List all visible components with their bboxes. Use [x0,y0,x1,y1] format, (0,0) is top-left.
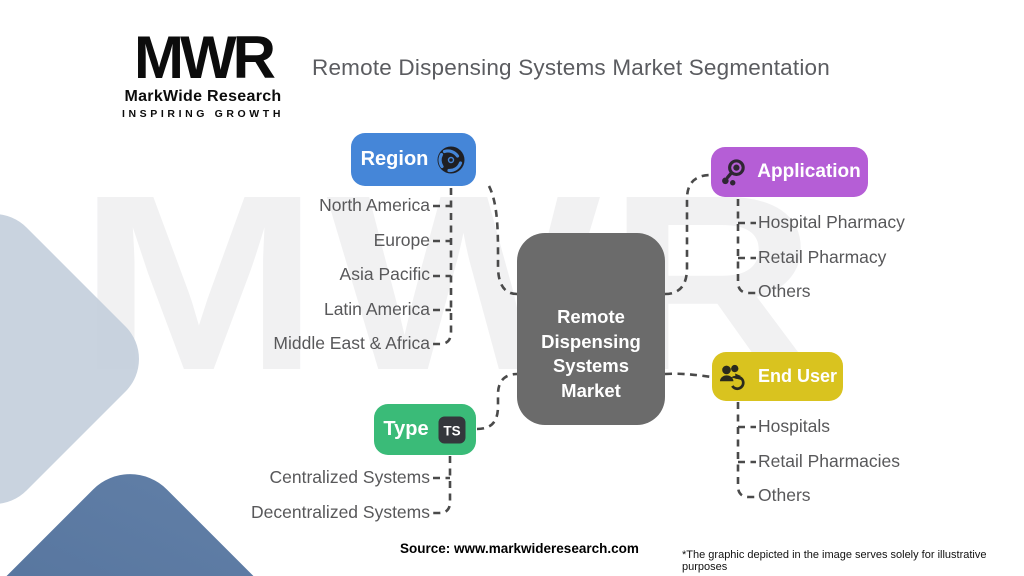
end-user-item: Others [758,485,811,505]
search-user-icon [718,157,749,188]
ts-badge-icon: TS [437,415,467,445]
type-items: Centralized Systems Decentralized System… [251,465,430,524]
type-item: Centralized Systems [269,467,430,487]
node-application: Application [711,147,868,197]
end-user-item: Hospitals [758,416,830,436]
ts-badge-text: TS [443,423,460,438]
region-item: Europe [373,229,430,250]
node-end-user: End User [712,352,843,401]
region-items: North America Europe Asia Pacific Latin … [273,193,430,355]
type-item: Decentralized Systems [251,501,430,522]
disclaimer-text: *The graphic depicted in the image serve… [682,549,987,573]
logo-tagline: INSPIRING GROWTH [121,108,284,120]
region-item: Asia Pacific [339,264,430,284]
logo-mark: MWR [134,24,276,91]
end-user-item: Retail Pharmacies [758,450,900,471]
type-label: Type [383,418,429,440]
center-node-line: Dispensing [541,330,641,352]
page-title: Remote Dispensing Systems Market Segment… [312,55,830,80]
application-item: Retail Pharmacy [758,246,887,267]
markwide-logo: MWR MarkWide Research INSPIRING GROWTH [92,24,314,121]
end-user-label: End User [757,366,838,386]
application-label: Application [757,161,861,182]
region-item: Latin America [323,298,430,319]
region-label: Region [360,148,429,170]
application-items: Hospital Pharmacy Retail Pharmacy Others [758,210,905,303]
node-region: Region [351,133,476,186]
node-type: Type TS [374,404,476,455]
mwr-watermark: MWR [78,143,824,422]
region-item: North America [319,195,430,215]
globe-icon [436,145,466,175]
center-node-line: Systems [552,355,630,376]
logo-name: MarkWide Research [124,88,282,105]
users-refresh-icon [718,362,750,392]
center-node-line: Market [561,379,621,401]
center-node-line: Remote [557,306,625,327]
end-user-items: Hospitals Retail Pharmacies Others [758,414,900,507]
source-text: Source: www.markwideresearch.com [400,541,639,556]
region-item: Middle East & Africa [273,333,430,353]
application-item: Others [758,281,811,301]
application-item: Hospital Pharmacy [758,212,905,232]
center-node-remote-dispensing-systems-market: Remote Dispensing Systems Market [517,233,665,425]
